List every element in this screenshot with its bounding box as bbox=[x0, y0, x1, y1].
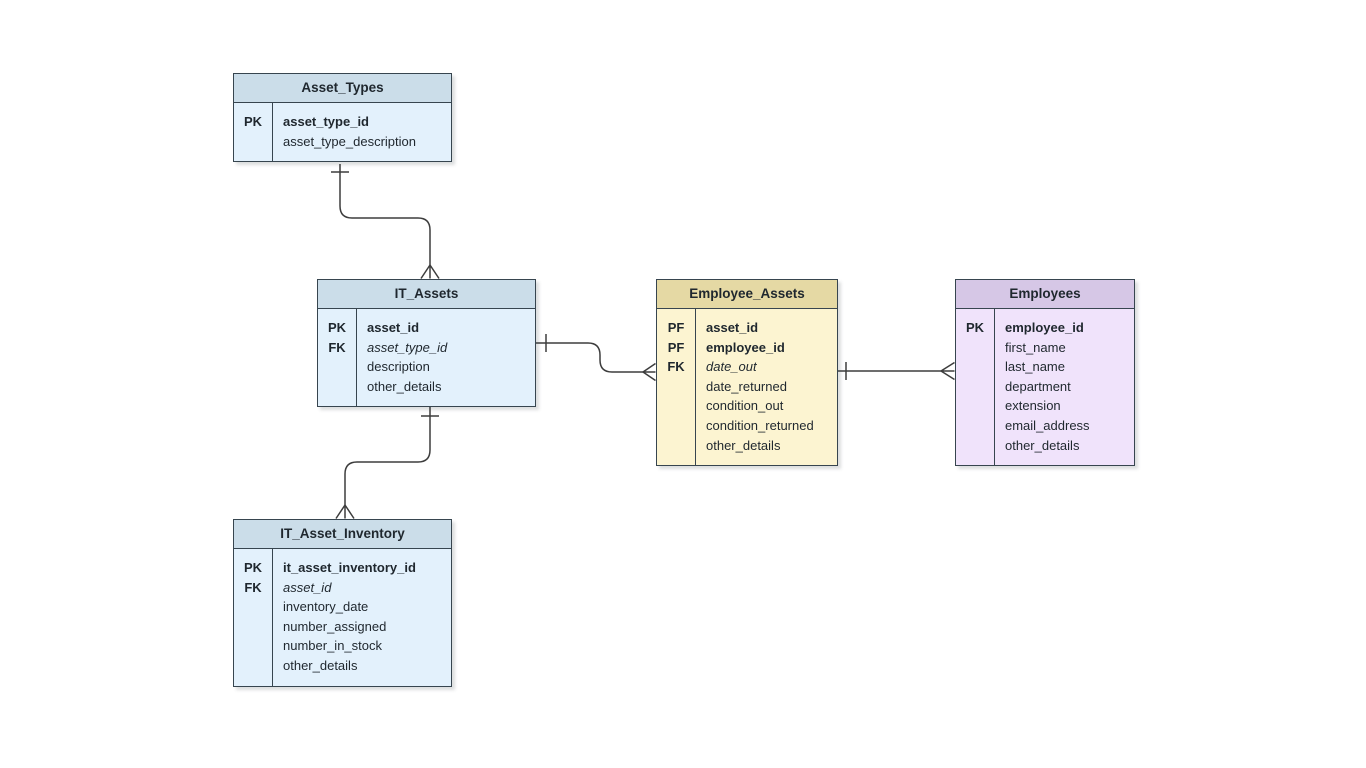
key-label: PK bbox=[243, 560, 263, 575]
field-name: other_details bbox=[1005, 437, 1080, 453]
crow-foot-many-icon bbox=[335, 504, 355, 519]
field-name: date_out bbox=[706, 359, 757, 375]
field-name: other_details bbox=[283, 657, 358, 673]
key-label bbox=[956, 416, 994, 436]
field-name: asset_type_description bbox=[283, 133, 416, 149]
key-label: FK bbox=[244, 579, 262, 595]
field-name: number_assigned bbox=[283, 618, 387, 634]
field-name: condition_returned bbox=[706, 417, 814, 433]
field-name: inventory_date bbox=[283, 599, 369, 615]
key-label bbox=[956, 377, 994, 397]
key-label: PK bbox=[243, 114, 263, 129]
field-column: asset_type_id asset_type_description bbox=[273, 103, 451, 161]
field-name: last_name bbox=[1005, 359, 1065, 375]
field-column: asset_id asset_type_id description other… bbox=[357, 309, 535, 406]
key-column: PF PF FK bbox=[657, 309, 696, 466]
crow-foot-many-icon bbox=[642, 362, 656, 382]
key-label: PK bbox=[965, 320, 985, 335]
crow-foot-many-icon bbox=[420, 264, 440, 279]
key-column: PK FK bbox=[318, 309, 357, 407]
field-name: number_in_stock bbox=[283, 638, 382, 654]
relationship-asset-types-to-it-assets bbox=[331, 164, 440, 279]
field-name: other_details bbox=[706, 437, 781, 453]
field-column: it_asset_inventory_id asset_id inventory… bbox=[273, 549, 451, 686]
entity-title: IT_Asset_Inventory bbox=[234, 520, 451, 549]
field-name: asset_id bbox=[283, 579, 332, 595]
key-label: FK bbox=[667, 359, 685, 375]
key-label bbox=[234, 617, 272, 637]
field-name: employee_id bbox=[706, 339, 785, 355]
field-name: extension bbox=[1005, 398, 1061, 414]
key-label bbox=[956, 338, 994, 358]
entity-title: Asset_Types bbox=[234, 74, 451, 103]
field-name: it_asset_inventory_id bbox=[283, 560, 416, 575]
field-name: asset_id bbox=[367, 320, 420, 335]
key-label bbox=[234, 656, 272, 676]
field-name: description bbox=[367, 359, 430, 375]
key-label: PF bbox=[667, 320, 685, 335]
field-name: other_details bbox=[367, 378, 442, 394]
field-name: date_returned bbox=[706, 378, 787, 394]
field-name: asset_type_id bbox=[367, 339, 448, 355]
key-label bbox=[657, 377, 695, 397]
key-label bbox=[234, 132, 272, 152]
key-label bbox=[318, 377, 356, 397]
entity-asset-types: Asset_Types PK asset_type_id asset_type_… bbox=[233, 73, 452, 163]
field-column: employee_id first_name last_name departm… bbox=[995, 309, 1134, 465]
key-label bbox=[956, 396, 994, 416]
key-column: PK bbox=[956, 309, 995, 466]
key-label bbox=[956, 436, 994, 456]
entity-title: Employee_Assets bbox=[657, 280, 837, 309]
entity-body: PF PF FK asset_id employee_id date_out d… bbox=[657, 309, 837, 466]
relationship-it-assets-to-it-asset-inventory bbox=[335, 407, 439, 519]
key-column: PK FK bbox=[234, 549, 273, 686]
entity-it-assets: IT_Assets PK FK asset_id asset_type_id d… bbox=[317, 279, 536, 408]
crow-foot-many-icon bbox=[940, 361, 955, 381]
relationship-line bbox=[536, 342, 643, 373]
key-label bbox=[318, 357, 356, 377]
entity-title: IT_Assets bbox=[318, 280, 535, 309]
key-label bbox=[657, 396, 695, 416]
field-name: first_name bbox=[1005, 339, 1066, 355]
entity-body: PK FK it_asset_inventory_id asset_id inv… bbox=[234, 549, 451, 686]
field-name: employee_id bbox=[1005, 320, 1084, 335]
relationship-it-assets-to-employee-assets bbox=[536, 334, 656, 382]
key-label bbox=[657, 416, 695, 436]
field-column: asset_id employee_id date_out date_retur… bbox=[696, 309, 837, 465]
field-name: department bbox=[1005, 378, 1071, 394]
field-name: asset_type_id bbox=[283, 114, 369, 129]
key-label bbox=[234, 597, 272, 617]
entity-body: PK FK asset_id asset_type_id description… bbox=[318, 309, 535, 407]
key-column: PK bbox=[234, 103, 273, 162]
key-label: FK bbox=[328, 339, 346, 355]
entity-body: PK asset_type_id asset_type_description bbox=[234, 103, 451, 162]
key-label bbox=[956, 357, 994, 377]
field-name: condition_out bbox=[706, 398, 784, 414]
relationship-employee-assets-to-employees bbox=[838, 361, 955, 381]
entity-employee-assets: Employee_Assets PF PF FK asset_id employ… bbox=[656, 279, 838, 467]
relationship-line bbox=[344, 407, 431, 505]
key-label bbox=[657, 436, 695, 456]
field-name: email_address bbox=[1005, 417, 1090, 433]
field-name: asset_id bbox=[706, 320, 759, 335]
key-label: PK bbox=[327, 320, 347, 335]
key-label: PF bbox=[667, 339, 685, 355]
entity-title: Employees bbox=[956, 280, 1134, 309]
entity-employees: Employees PK employee_id first_name last… bbox=[955, 279, 1135, 467]
relationship-line bbox=[339, 164, 431, 265]
key-label bbox=[234, 636, 272, 656]
entity-it-asset-inventory: IT_Asset_Inventory PK FK it_asset_invent… bbox=[233, 519, 452, 687]
entity-body: PK employee_id first_name last_name depa… bbox=[956, 309, 1134, 466]
